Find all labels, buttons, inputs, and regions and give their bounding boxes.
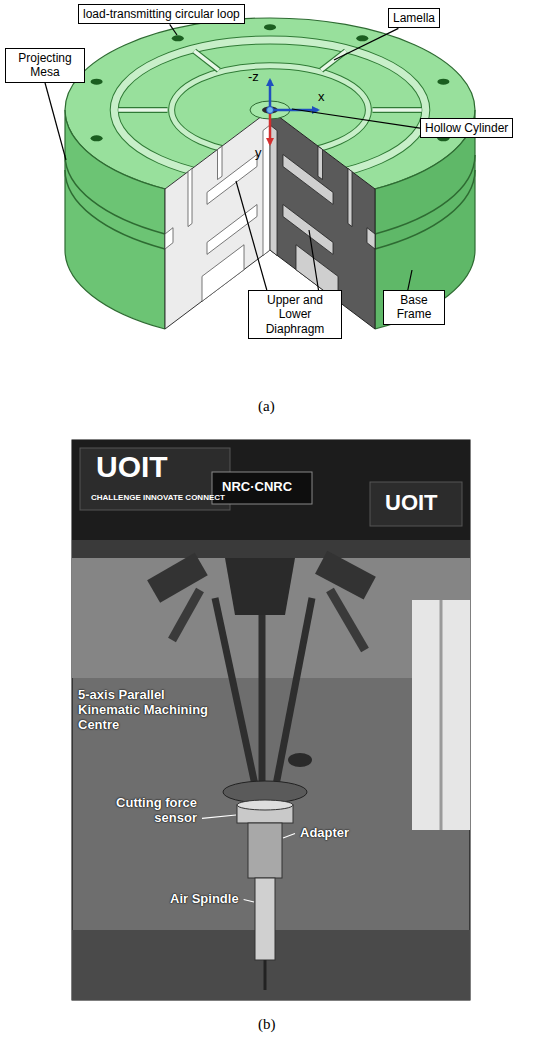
callout-text: Projecting Mesa	[10, 51, 80, 80]
cutaway	[165, 110, 375, 345]
callout-box: Upper and Lower Diaphragm	[248, 290, 342, 339]
window	[412, 600, 470, 830]
panel-label: (a)	[258, 398, 275, 415]
lamella-slot	[118, 51, 421, 110]
photo	[72, 440, 470, 1000]
bore	[270, 125, 277, 256]
callout-box: Projecting Mesa	[5, 48, 85, 83]
photo-callout: 5-axis Parallel Kinematic Machining Cent…	[76, 688, 230, 733]
side-wall	[375, 110, 475, 329]
adapter	[248, 823, 282, 878]
hole	[91, 79, 103, 85]
leader-line	[236, 181, 267, 290]
callout-box: load-transmitting circular loop	[78, 4, 245, 24]
leader-line	[202, 815, 236, 818]
sign-text: NRC·CNRC	[222, 480, 292, 495]
axis-label: -z	[248, 70, 259, 85]
hole	[437, 79, 449, 85]
groove-cut	[218, 146, 223, 179]
diaphragm-slot	[207, 155, 257, 205]
hole	[172, 35, 184, 41]
groove	[172, 66, 369, 154]
sign-text: UOIT	[385, 490, 438, 515]
panel-label: (b)	[258, 1016, 276, 1033]
air-spindle	[255, 878, 275, 960]
robot-leg	[259, 615, 266, 785]
leader-line	[244, 899, 254, 902]
robot-strut	[172, 590, 200, 640]
sign	[212, 472, 312, 504]
callout-text: Lamella	[393, 11, 435, 25]
robot-hub	[225, 558, 295, 615]
callout-box: Hollow Cylinder	[420, 118, 513, 138]
groove	[172, 66, 369, 154]
sign-text: CHALLENGE INNOVATE CONNECT	[91, 493, 225, 502]
mesa-notch	[367, 228, 375, 249]
leader-line	[45, 83, 66, 160]
tool	[264, 960, 267, 990]
axis-arrow	[269, 110, 272, 144]
axis-arrow	[269, 80, 272, 110]
wall	[72, 558, 470, 678]
robot-leg	[276, 598, 312, 785]
leader-line	[309, 230, 319, 290]
gantry-beam	[72, 440, 470, 540]
leader-line	[170, 24, 177, 35]
sign	[80, 448, 230, 510]
photo-callout: Cutting force sensor	[100, 796, 199, 826]
callout-text: Base Frame	[388, 293, 440, 322]
robot-strut	[330, 590, 365, 650]
hole	[264, 24, 276, 30]
motor	[315, 551, 376, 600]
sign	[370, 482, 462, 526]
side-wall	[65, 110, 165, 329]
photo-callout: Adapter	[298, 826, 351, 841]
leader-line	[292, 109, 420, 128]
axis-label: y	[255, 146, 262, 161]
left-section-cuts	[165, 125, 270, 301]
sign-text: UOIT	[96, 450, 168, 485]
callout-text: Hollow Cylinder	[425, 121, 508, 135]
groove-cut	[188, 169, 192, 227]
base-recess	[202, 245, 244, 302]
right-section-cuts	[270, 125, 375, 301]
leader-line	[334, 28, 398, 60]
callout-text: load-transmitting circular loop	[83, 7, 240, 21]
callout-box: Base Frame	[383, 290, 445, 325]
diaphragm-slot	[283, 155, 333, 205]
groove-cut	[348, 169, 352, 227]
axis-label: x	[318, 90, 325, 105]
bellows	[288, 753, 312, 767]
mesa-notch	[165, 228, 173, 249]
groove-cut	[318, 146, 323, 179]
callout-text: Upper and Lower Diaphragm	[253, 293, 337, 336]
callout-box: Lamella	[388, 8, 440, 28]
photo-ground	[72, 440, 470, 1000]
diaphragm-slot	[283, 205, 333, 255]
lamella-slot	[118, 51, 421, 110]
leader-line	[283, 833, 295, 838]
window-frame	[440, 600, 443, 830]
leader-line	[408, 270, 412, 290]
bore	[263, 125, 270, 256]
hole	[356, 35, 368, 41]
photo-callout: Air Spindle	[168, 892, 241, 907]
origin-dot	[267, 107, 274, 114]
sensor-body	[65, 18, 475, 345]
hole	[91, 135, 103, 141]
lower-beam	[72, 540, 470, 558]
force-sensor-top	[237, 800, 293, 810]
